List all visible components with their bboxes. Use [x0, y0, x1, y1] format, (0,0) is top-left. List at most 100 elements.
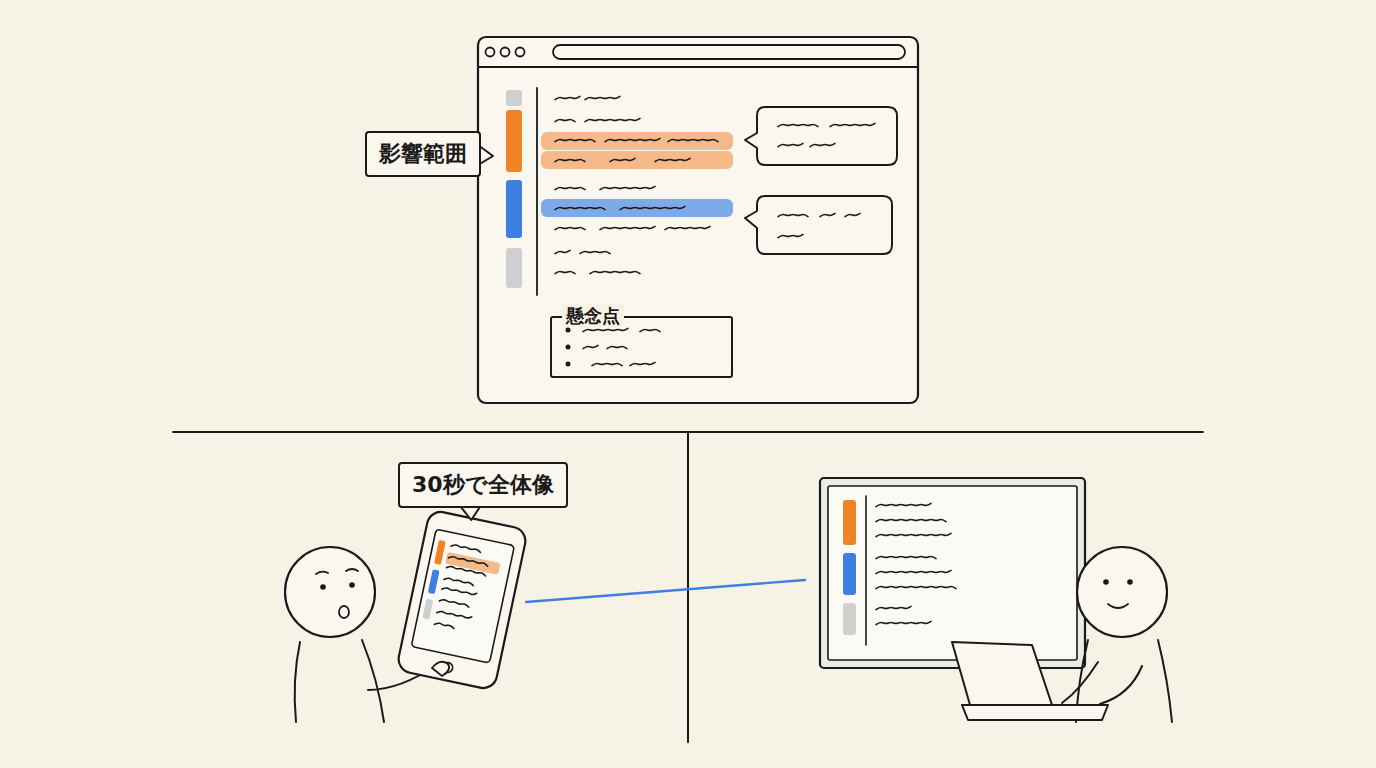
scribble-line: [555, 250, 570, 253]
orange-highlight: [541, 132, 733, 150]
scribble-line: [592, 363, 622, 365]
title-bar-line: [478, 66, 918, 68]
callout-label: 影響範囲: [365, 131, 481, 177]
gutter-blue: [506, 180, 522, 238]
window-dot: [486, 48, 495, 57]
eye: [1103, 579, 1109, 585]
scribble-line: [640, 329, 660, 331]
person-working: [820, 478, 1172, 722]
share-link-line: [526, 580, 805, 602]
scribble-line: [665, 226, 710, 229]
window-frame: [478, 37, 918, 403]
scribble-line: [585, 96, 620, 99]
gutter-blue: [428, 569, 440, 594]
scribble-line: [620, 206, 685, 209]
scribble-line: [555, 187, 585, 189]
phone-body: [396, 509, 528, 690]
scribble-line: [810, 143, 835, 146]
scribble-line: [555, 159, 585, 161]
blue-highlight: [541, 199, 733, 217]
laptop-screen: [952, 642, 1052, 705]
callout-text: 30秒で全体像: [412, 472, 554, 497]
scribble-line: [876, 586, 956, 588]
scribble-line: [876, 533, 951, 536]
scribble-line: [555, 271, 575, 273]
window-dot: [516, 48, 525, 57]
scribble-line: [876, 556, 936, 558]
bullet-dot: [566, 345, 571, 350]
scribble-line: [439, 599, 469, 607]
gutter-grey: [506, 248, 522, 288]
gutter-divider: [536, 88, 538, 295]
scribble-line: [876, 503, 931, 506]
scribble-line: [607, 346, 627, 348]
scribble-line: [446, 566, 486, 576]
hand: [432, 662, 449, 676]
scribble-line: [876, 570, 951, 573]
smartphone: [396, 509, 528, 690]
scribble-line: [778, 234, 803, 237]
gutter-grey: [843, 603, 856, 635]
eye: [320, 584, 326, 590]
scribble-line: [583, 328, 628, 331]
panel-heading: 懸念点: [562, 304, 624, 327]
scribble-line: [585, 118, 640, 121]
scribble-line: [555, 139, 595, 141]
scribble-line: [655, 158, 690, 161]
eye: [349, 582, 355, 588]
scribble-line: [845, 213, 860, 216]
scribble-line: [778, 124, 818, 126]
window-dot: [501, 48, 510, 57]
scribble-line: [448, 556, 488, 566]
gutter-grey: [506, 90, 522, 106]
eyebrow: [346, 569, 358, 571]
gutter-divider: [865, 496, 867, 645]
scribble-line: [820, 213, 835, 216]
arm: [1062, 662, 1098, 703]
scribble-line: [778, 214, 808, 216]
gutter-grey: [422, 599, 433, 620]
smile: [1108, 604, 1128, 608]
orange-highlight: [541, 151, 733, 169]
gutter-orange: [843, 500, 856, 545]
scribble-line: [600, 226, 655, 229]
scribble-line: [434, 622, 454, 628]
scribble-line: [590, 271, 640, 273]
browser-window: [478, 37, 918, 403]
bullet-dot: [566, 328, 571, 333]
laptop-base: [962, 705, 1108, 720]
speech-bubble: 30秒で全体像: [398, 462, 568, 508]
scribble-line: [555, 207, 605, 209]
scribble-line: [555, 119, 575, 121]
scribble-line: [876, 519, 946, 521]
scribble-line: [876, 606, 911, 609]
vertical-divider: [687, 432, 689, 742]
scribble-line: [600, 186, 655, 189]
body-line: [1158, 640, 1172, 722]
body-line: [295, 642, 300, 722]
scribble-line: [442, 586, 477, 596]
scribble-line: [876, 621, 931, 624]
address-bar: [553, 45, 905, 59]
scribble-line: [668, 139, 718, 141]
scribble-line: [451, 544, 481, 552]
scribble-line: [630, 362, 655, 365]
comment-bubble: [745, 196, 892, 254]
body-line: [362, 640, 384, 722]
monitor-frame: [820, 478, 1085, 668]
concerns-panel: 懸念点: [550, 316, 733, 378]
head: [1077, 547, 1167, 637]
gutter-orange: [434, 540, 446, 565]
scribble-line: [830, 123, 875, 126]
callout-text: 影響範囲: [379, 141, 467, 166]
phone-screen: [411, 529, 514, 663]
comment-bubble: [745, 107, 897, 165]
scribble-line: [444, 577, 474, 585]
scribble-line: [580, 251, 610, 253]
scribble-line: [555, 96, 580, 99]
monitor-screen: [828, 486, 1077, 660]
gutter-blue: [843, 553, 856, 595]
scribble-line: [583, 345, 598, 348]
